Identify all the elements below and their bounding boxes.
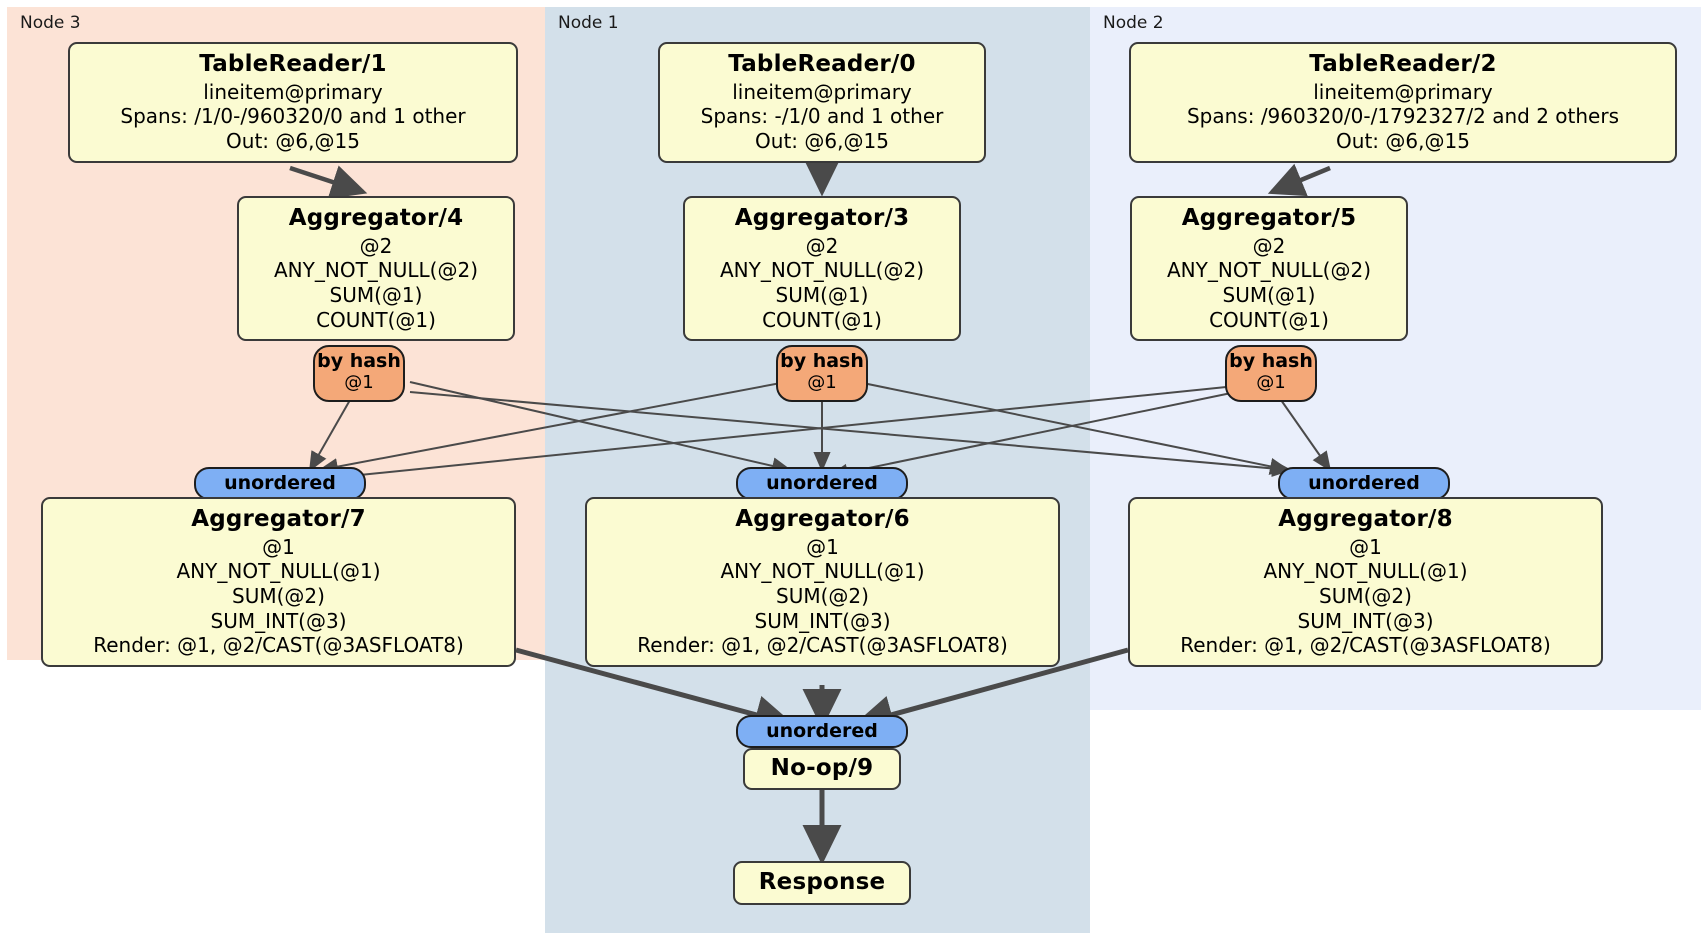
processor-detail-line: ANY_NOT_NULL(@1) bbox=[176, 559, 381, 584]
processor-detail-line: SUM(@1) bbox=[329, 283, 423, 308]
processor-detail-line: Spans: /1/0-/960320/0 and 1 other bbox=[120, 104, 466, 129]
processor-detail-line: @2 bbox=[359, 233, 393, 258]
processor-detail-line: SUM_INT(@3) bbox=[210, 608, 347, 633]
processor-detail-line: Out: @6,@15 bbox=[755, 129, 889, 154]
synchronizer-label: unordered bbox=[224, 471, 336, 494]
input-synchronizer-unordered-center[interactable]: unordered bbox=[736, 467, 908, 500]
node-label-node2: Node 2 bbox=[1103, 13, 1164, 33]
processor-detail-line: ANY_NOT_NULL(@2) bbox=[1167, 258, 1371, 283]
processor-aggregator-7[interactable]: Aggregator/7 @1 ANY_NOT_NULL(@1) SUM(@2)… bbox=[41, 497, 516, 667]
processor-title: TableReader/0 bbox=[728, 51, 916, 77]
processor-title: Aggregator/3 bbox=[734, 205, 910, 231]
processor-detail-line: SUM_INT(@3) bbox=[1297, 608, 1434, 633]
processor-title: Aggregator/5 bbox=[1181, 205, 1357, 231]
processor-detail-line: SUM(@1) bbox=[1222, 283, 1316, 308]
input-synchronizer-unordered-final[interactable]: unordered bbox=[736, 715, 908, 748]
processor-detail-line: ANY_NOT_NULL(@2) bbox=[274, 258, 478, 283]
router-column: @1 bbox=[1256, 371, 1286, 393]
processor-detail-line: SUM(@2) bbox=[232, 584, 325, 609]
processor-detail-line: Spans: -/1/0 and 1 other bbox=[700, 104, 944, 129]
processor-detail-line: SUM(@2) bbox=[776, 584, 869, 609]
router-column: @1 bbox=[807, 371, 837, 393]
processor-detail-line: ANY_NOT_NULL(@1) bbox=[720, 559, 925, 584]
processor-detail-line: COUNT(@1) bbox=[316, 307, 436, 332]
synchronizer-label: unordered bbox=[766, 471, 878, 494]
processor-noop-9[interactable]: No-op/9 bbox=[743, 748, 901, 790]
processor-detail-line: @1 bbox=[1349, 534, 1382, 559]
input-synchronizer-unordered-left[interactable]: unordered bbox=[194, 467, 366, 500]
processor-title: No-op/9 bbox=[770, 754, 874, 781]
processor-title: Aggregator/8 bbox=[1278, 506, 1453, 532]
processor-detail-line: SUM(@2) bbox=[1319, 584, 1412, 609]
processor-title: TableReader/2 bbox=[1309, 51, 1497, 77]
processor-aggregator-3[interactable]: Aggregator/3 @2 ANY_NOT_NULL(@2) SUM(@1)… bbox=[683, 196, 961, 342]
output-router-by-hash-right[interactable]: by hash @1 bbox=[1225, 345, 1317, 402]
router-label: by hash bbox=[780, 350, 864, 372]
processor-detail-line: ANY_NOT_NULL(@1) bbox=[1263, 559, 1468, 584]
processor-detail-line: @2 bbox=[1252, 233, 1286, 258]
processor-title: Response bbox=[758, 868, 886, 895]
processor-detail-line: COUNT(@1) bbox=[1209, 307, 1329, 332]
processor-title: Aggregator/7 bbox=[191, 506, 366, 532]
processor-detail-line: lineitem@primary bbox=[1313, 79, 1493, 104]
processor-detail-line: @1 bbox=[262, 534, 295, 559]
processor-aggregator-6[interactable]: Aggregator/6 @1 ANY_NOT_NULL(@1) SUM(@2)… bbox=[585, 497, 1060, 667]
processor-aggregator-8[interactable]: Aggregator/8 @1 ANY_NOT_NULL(@1) SUM(@2)… bbox=[1128, 497, 1603, 667]
processor-detail-line: Render: @1, @2/CAST(@3ASFLOAT8) bbox=[637, 633, 1008, 658]
processor-detail-line: Spans: /960320/0-/1792327/2 and 2 others bbox=[1186, 104, 1619, 129]
processor-detail-line: lineitem@primary bbox=[732, 79, 912, 104]
output-router-by-hash-center[interactable]: by hash @1 bbox=[776, 345, 868, 402]
synchronizer-label: unordered bbox=[1308, 471, 1420, 494]
processor-aggregator-5[interactable]: Aggregator/5 @2 ANY_NOT_NULL(@2) SUM(@1)… bbox=[1130, 196, 1408, 342]
processor-title: Aggregator/6 bbox=[735, 506, 910, 532]
processor-title: Aggregator/4 bbox=[288, 205, 464, 231]
processor-detail-line: ANY_NOT_NULL(@2) bbox=[720, 258, 924, 283]
input-synchronizer-unordered-right[interactable]: unordered bbox=[1278, 467, 1450, 500]
processor-response[interactable]: Response bbox=[733, 861, 911, 905]
processor-table-reader-0[interactable]: TableReader/0 lineitem@primary Spans: -/… bbox=[658, 42, 986, 163]
processor-detail-line: COUNT(@1) bbox=[762, 307, 882, 332]
output-router-by-hash-left[interactable]: by hash @1 bbox=[313, 345, 405, 402]
processor-aggregator-4[interactable]: Aggregator/4 @2 ANY_NOT_NULL(@2) SUM(@1)… bbox=[237, 196, 515, 342]
node-label-node3: Node 3 bbox=[20, 13, 81, 33]
router-label: by hash bbox=[1229, 350, 1313, 372]
processor-detail-line: SUM(@1) bbox=[775, 283, 869, 308]
processor-detail-line: lineitem@primary bbox=[203, 79, 383, 104]
processor-table-reader-2[interactable]: TableReader/2 lineitem@primary Spans: /9… bbox=[1129, 42, 1677, 163]
processor-detail-line: SUM_INT(@3) bbox=[754, 608, 891, 633]
processor-detail-line: @1 bbox=[806, 534, 839, 559]
processor-detail-line: Out: @6,@15 bbox=[1336, 129, 1470, 154]
processor-detail-line: Render: @1, @2/CAST(@3ASFLOAT8) bbox=[93, 633, 464, 658]
processor-detail-line: Render: @1, @2/CAST(@3ASFLOAT8) bbox=[1180, 633, 1551, 658]
router-label: by hash bbox=[317, 350, 401, 372]
processor-detail-line: @2 bbox=[805, 233, 839, 258]
router-column: @1 bbox=[344, 371, 374, 393]
synchronizer-label: unordered bbox=[766, 719, 878, 742]
node-label-node1: Node 1 bbox=[558, 13, 619, 33]
processor-table-reader-1[interactable]: TableReader/1 lineitem@primary Spans: /1… bbox=[68, 42, 518, 163]
processor-detail-line: Out: @6,@15 bbox=[226, 129, 360, 154]
processor-title: TableReader/1 bbox=[199, 51, 387, 77]
